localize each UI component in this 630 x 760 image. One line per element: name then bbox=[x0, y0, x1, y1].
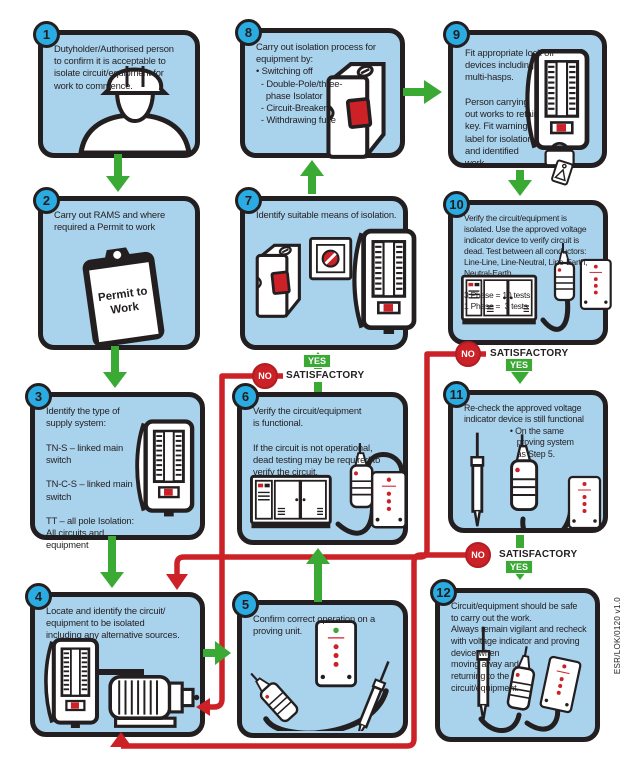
yes-badge-step6: YES bbox=[303, 354, 332, 368]
step-text: Identify the type of supply system: TN-S… bbox=[46, 405, 134, 551]
step-text: Verify the circuit/equipment is isolated… bbox=[464, 213, 588, 312]
mcb-rotary-board-icons bbox=[255, 227, 419, 345]
permit-clipboard-icon: Permit to Work bbox=[82, 247, 165, 348]
step-box-4: 4 Locate and identify the circuit/ equip… bbox=[25, 583, 205, 737]
step-text: Carry out RAMS and where required a Perm… bbox=[54, 209, 166, 233]
step-number-badge: 2 bbox=[33, 187, 60, 214]
flow-step1-to-step2 bbox=[106, 154, 130, 192]
step-text: Confirm correct operation on a proving u… bbox=[253, 613, 376, 637]
board-and-motor-icon bbox=[43, 638, 202, 730]
tester-proving-icon bbox=[470, 431, 602, 533]
no-badge-step11: NO bbox=[465, 542, 491, 568]
step-box-11: 11 Re-check the approved voltage indicat… bbox=[443, 381, 608, 533]
step-text: Carry out isolation process for equipmen… bbox=[256, 41, 376, 126]
step-number-badge: 1 bbox=[33, 21, 60, 48]
step-number-badge: 10 bbox=[443, 191, 470, 218]
step-number-badge: 5 bbox=[232, 591, 259, 618]
step-box-8: 8 Carry out isolation process for equipm… bbox=[235, 19, 405, 158]
step-box-3: 3 Identify the type of supply system: TN… bbox=[25, 383, 205, 550]
yes-badge-step10: YES bbox=[505, 358, 534, 372]
step-box-2: 2 Carry out RAMS and where required a Pe… bbox=[33, 187, 200, 350]
flow-step8-to-step9 bbox=[403, 80, 442, 104]
step-number-badge: 3 bbox=[25, 383, 52, 410]
step-text: Fit appropriate lock off devices includi… bbox=[465, 47, 554, 168]
step-box-10: 10 Verify the circuit/equipment is isola… bbox=[443, 191, 612, 345]
step-box-1: 1 Dutyholder/Authorised person to confir… bbox=[33, 21, 200, 158]
step-number-badge: 7 bbox=[235, 187, 262, 214]
yes-badge-step11: YES bbox=[505, 560, 534, 574]
genset-tester-proving-icon bbox=[461, 242, 612, 332]
no-badge-step6: NO bbox=[252, 363, 278, 389]
step-text: Locate and identify the circuit/ equipme… bbox=[46, 605, 180, 641]
step-box-5: 5 Confirm correct operation on a proving… bbox=[232, 591, 408, 738]
step-number-badge: 8 bbox=[235, 19, 262, 46]
step-box-9: 9 Fit appropriate lock off devices inclu… bbox=[443, 21, 607, 187]
satisfactory-label-step10: SATISFACTORY bbox=[487, 347, 572, 360]
step-box-7: 7 Identify suitable means of isolation. bbox=[235, 187, 408, 350]
step-text: Re-check the approved voltage indicator … bbox=[464, 403, 584, 459]
satisfactory-label-step6: SATISFACTORY bbox=[283, 369, 368, 382]
step-text: Circuit/equipment should be safe to carr… bbox=[451, 601, 587, 693]
step-number-badge: 9 bbox=[443, 21, 470, 48]
document-code: ESR/LOK/0120 v1.0 bbox=[613, 597, 622, 675]
no-badge-step10: NO bbox=[455, 341, 481, 367]
flow-step5-to-step6 bbox=[306, 548, 330, 602]
step-number-badge: 12 bbox=[430, 579, 457, 606]
step-text: Identify suitable means of isolation. bbox=[256, 209, 397, 220]
step-box-6: 6 Verify the circuit/equipment is functi… bbox=[232, 383, 408, 545]
step-number-badge: 4 bbox=[25, 583, 52, 610]
flow-step7-to-step8 bbox=[300, 160, 324, 194]
flow-step2-to-step3 bbox=[103, 346, 127, 388]
step-number-badge: 11 bbox=[443, 381, 470, 408]
flow-step4-to-step5 bbox=[203, 641, 231, 665]
permit-text-line2: Work bbox=[110, 301, 140, 317]
step-number-badge: 6 bbox=[232, 383, 259, 410]
step-box-12: 12 Circuit/equipment should be safe to c… bbox=[430, 579, 600, 742]
step-text: Verify the circuit/equipment is function… bbox=[253, 405, 381, 478]
step-text: Dutyholder/Authorised person to confirm … bbox=[54, 43, 174, 91]
